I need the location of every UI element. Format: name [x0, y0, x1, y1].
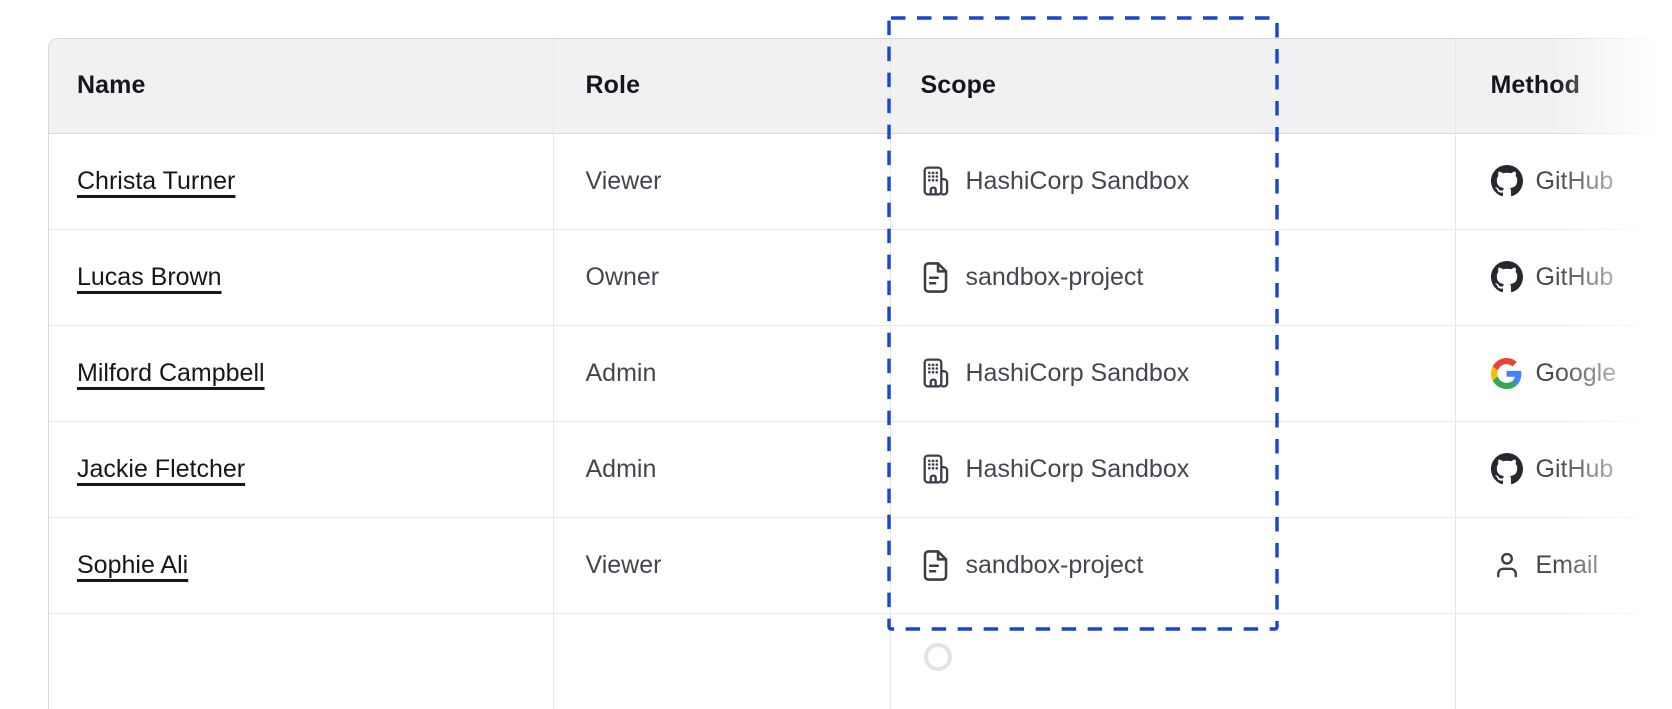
- member-role: Viewer: [585, 550, 662, 579]
- member-role: Viewer: [585, 166, 662, 195]
- member-row: Lucas Brown Owner sandbox-project GitHub: [49, 229, 1672, 326]
- member-method: GitHub: [1535, 262, 1614, 291]
- member-method: GitHub: [1535, 454, 1614, 483]
- member-role-cell: Viewer: [553, 517, 891, 614]
- member-method: Email: [1535, 550, 1599, 579]
- member-method-cell: Email: [1455, 517, 1672, 614]
- member-name-cell: Jackie Fletcher: [49, 421, 554, 518]
- member-method-cell: GitHub: [1455, 133, 1672, 230]
- file-icon: [921, 549, 951, 581]
- member-row: Christa Turner Viewer HashiCorp Sandbox: [49, 133, 1672, 230]
- partial-row-scope-icon: [924, 643, 952, 671]
- member-name-cell: Sophie Ali: [49, 517, 554, 614]
- header-row: Name Role Scope Method: [49, 39, 1672, 134]
- member-name-cell: Lucas Brown: [49, 229, 554, 326]
- member-name-cell: Christa Turner: [49, 133, 554, 230]
- member-scope-cell: sandbox-project: [890, 229, 1456, 326]
- member-role: Admin: [585, 358, 657, 387]
- member-scope: HashiCorp Sandbox: [965, 166, 1190, 195]
- column-header-method: Method: [1455, 39, 1672, 134]
- members-table-grid: Name Role Scope Method Christa Turner Vi…: [49, 39, 1672, 709]
- member-role: Owner: [585, 262, 660, 291]
- member-name-link[interactable]: Sophie Ali: [77, 550, 189, 579]
- member-scope: sandbox-project: [965, 550, 1144, 579]
- column-header-scope: Scope: [890, 39, 1456, 134]
- column-header-role: Role: [553, 39, 891, 134]
- member-scope: HashiCorp Sandbox: [965, 358, 1190, 387]
- member-name-cell: Milford Campbell: [49, 325, 554, 422]
- members-table-page: Name Role Scope Method Christa Turner Vi…: [48, 0, 1672, 709]
- member-name-link[interactable]: Christa Turner: [77, 166, 236, 195]
- github-icon: [1490, 453, 1523, 485]
- email-icon: [1491, 550, 1523, 580]
- member-scope-cell: HashiCorp Sandbox: [890, 325, 1456, 422]
- member-method-cell: GitHub: [1455, 421, 1672, 518]
- column-header-name: Name: [49, 39, 554, 134]
- member-role: Admin: [585, 454, 657, 483]
- file-icon: [921, 261, 951, 293]
- partial-method-cell: [1455, 613, 1672, 709]
- github-icon: [1490, 261, 1523, 293]
- member-scope: HashiCorp Sandbox: [965, 454, 1190, 483]
- member-name-link[interactable]: Lucas Brown: [77, 262, 222, 291]
- org-icon: [921, 358, 951, 388]
- table-header: Name Role Scope Method: [49, 39, 1672, 134]
- member-row: Jackie Fletcher Admin HashiCorp Sandbox: [49, 421, 1672, 518]
- member-name-link[interactable]: Jackie Fletcher: [77, 454, 246, 483]
- member-method-cell: GitHub: [1455, 229, 1672, 326]
- partial-next-row: [49, 613, 1672, 709]
- github-icon: [1490, 165, 1523, 197]
- member-method: GitHub: [1535, 166, 1614, 195]
- member-scope-cell: HashiCorp Sandbox: [890, 421, 1456, 518]
- partial-next-row-group: [49, 613, 1672, 709]
- member-role-cell: Viewer: [553, 133, 891, 230]
- members-table: Name Role Scope Method Christa Turner Vi…: [48, 38, 1672, 709]
- member-method: Google: [1535, 358, 1617, 387]
- org-icon: [921, 166, 951, 196]
- partial-role-cell: [553, 613, 891, 709]
- member-name-link[interactable]: Milford Campbell: [77, 358, 265, 387]
- member-role-cell: Admin: [553, 421, 891, 518]
- member-scope: sandbox-project: [965, 262, 1144, 291]
- member-role-cell: Admin: [553, 325, 891, 422]
- partial-name-cell: [49, 613, 554, 709]
- member-scope-cell: sandbox-project: [890, 517, 1456, 614]
- partial-scope-cell: [890, 613, 1456, 709]
- google-icon: [1491, 357, 1523, 389]
- member-role-cell: Owner: [553, 229, 891, 326]
- member-scope-cell: HashiCorp Sandbox: [890, 133, 1456, 230]
- member-row: Milford Campbell Admin HashiCorp Sandbox: [49, 325, 1672, 422]
- member-row: Sophie Ali Viewer sandbox-project Email: [49, 517, 1672, 614]
- org-icon: [921, 454, 951, 484]
- member-method-cell: Google: [1455, 325, 1672, 422]
